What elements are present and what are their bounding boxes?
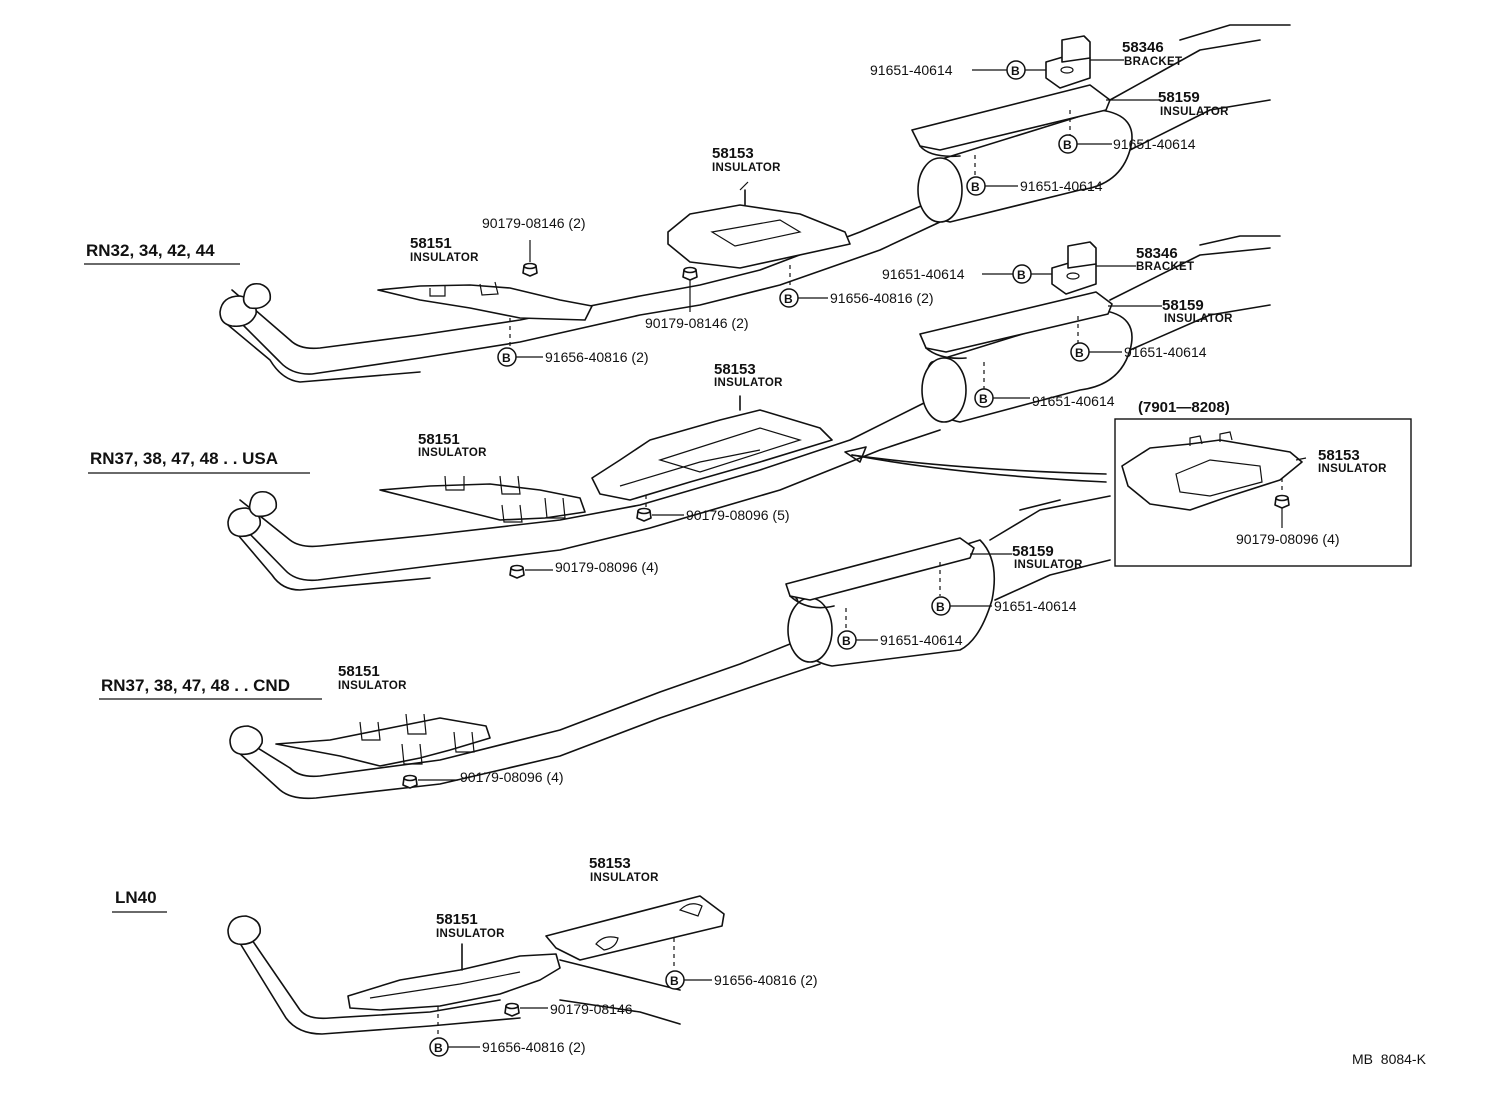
nut-icon xyxy=(636,507,652,522)
inset-title: (7901—8208) xyxy=(1138,399,1230,416)
fastener-label: 91651-40614 xyxy=(1124,344,1207,360)
part-name: INSULATOR xyxy=(1318,463,1387,475)
insulator-58151-top xyxy=(377,281,593,348)
fastener-label: 91651-40614 xyxy=(880,632,963,648)
part-number: 58346 xyxy=(1122,39,1164,56)
fastener-label: 91651-40614 xyxy=(1020,178,1103,194)
bolt-symbol: B xyxy=(842,634,851,648)
insulator-58159-top xyxy=(911,84,1160,158)
part-number: 58153 xyxy=(714,361,756,378)
section-label-rn32: RN32, 34, 42, 44 xyxy=(86,241,215,260)
part-name: BRACKET xyxy=(1136,261,1194,273)
section-label-ln40: LN40 xyxy=(115,888,157,907)
nut-icon xyxy=(522,262,538,277)
fastener-label: 91656-40816 (2) xyxy=(545,349,649,365)
part-name: INSULATOR xyxy=(338,680,407,692)
fastener-label: 91651-40614 xyxy=(1113,136,1196,152)
part-number: 58151 xyxy=(418,431,460,448)
fastener-label: 90179-08096 (4) xyxy=(460,769,564,785)
part-number: 58153 xyxy=(1318,447,1360,464)
section-rn37-usa: RN37, 38, 47, 48 . . USA 58346 BRACKET xyxy=(88,235,1281,591)
fastener-label: 91656-40816 (2) xyxy=(714,972,818,988)
part-name: INSULATOR xyxy=(590,872,659,884)
nut-icon xyxy=(1274,494,1290,509)
insulator-58153-inset xyxy=(1121,431,1307,511)
fastener-label: 90179-08096 (5) xyxy=(686,507,790,523)
part-number: 58153 xyxy=(712,145,754,162)
bolt-symbol: B xyxy=(434,1041,443,1055)
nut-icon xyxy=(402,774,418,789)
part-number: 58346 xyxy=(1136,245,1178,262)
part-name: INSULATOR xyxy=(436,928,505,940)
fastener-label: 91651-40614 xyxy=(1032,393,1115,409)
part-number: 58151 xyxy=(436,911,478,928)
part-number: 58159 xyxy=(1012,543,1054,560)
bolt-symbol: B xyxy=(1017,268,1026,282)
bolt-symbol: B xyxy=(971,180,980,194)
fastener-label: 90179-08146 (2) xyxy=(645,315,749,331)
bolt-symbol: B xyxy=(502,351,511,365)
part-number: 58159 xyxy=(1158,89,1200,106)
insulator-58153-mid xyxy=(591,395,833,510)
insulator-58159-mid xyxy=(919,291,1162,360)
insulator-58151-low xyxy=(275,713,491,767)
bolt-symbol: B xyxy=(1011,64,1020,78)
part-name: INSULATOR xyxy=(418,447,487,459)
part-name: INSULATOR xyxy=(1164,313,1233,325)
bracket-58346-mid xyxy=(1051,241,1136,295)
fastener-label: 91651-40614 xyxy=(994,598,1077,614)
part-number: 58159 xyxy=(1162,297,1204,314)
fastener-label: 90179-08146 (2) xyxy=(482,215,586,231)
part-number: 58153 xyxy=(589,855,631,872)
bolt-symbol: B xyxy=(936,600,945,614)
inset-frame xyxy=(1114,418,1412,567)
bolt-symbol: B xyxy=(784,292,793,306)
part-name: INSULATOR xyxy=(714,377,783,389)
section-label-rn37-usa: RN37, 38, 47, 48 . . USA xyxy=(90,449,278,468)
fastener-label: 90179-08146 xyxy=(550,1001,633,1017)
nut-icon xyxy=(504,1002,520,1017)
part-name: INSULATOR xyxy=(712,162,781,174)
insulator-58153-ln40 xyxy=(545,895,725,970)
bracket-58346-top xyxy=(1045,35,1124,89)
fastener-label: 91656-40816 (2) xyxy=(482,1039,586,1055)
fastener-label: 91651-40614 xyxy=(882,266,965,282)
part-name: BRACKET xyxy=(1124,56,1182,68)
nut-icon xyxy=(509,564,525,579)
fastener-label: 91651-40614 xyxy=(870,62,953,78)
exhaust-pipe-ln40 xyxy=(227,915,681,1035)
insulator-58151-mid xyxy=(379,475,586,523)
bolt-symbol: B xyxy=(1063,138,1072,152)
part-name: INSULATOR xyxy=(1014,559,1083,571)
section-rn32: RN32, 34, 42, 44 58346 BRACKET B xyxy=(84,24,1291,383)
fastener-label: 91656-40816 (2) xyxy=(830,290,934,306)
section-label-rn37-cnd: RN37, 38, 47, 48 . . CND xyxy=(101,676,290,695)
insulator-58159-low xyxy=(785,537,1012,630)
fastener-label: 90179-08096 (4) xyxy=(555,559,659,575)
part-number: 58151 xyxy=(338,663,380,680)
fastener-label: 90179-08096 (4) xyxy=(1236,531,1340,547)
bolt-symbol: B xyxy=(670,974,679,988)
bolt-symbol: B xyxy=(979,392,988,406)
insulator-58153-top xyxy=(667,181,851,290)
nut-icon xyxy=(682,266,698,281)
part-name: INSULATOR xyxy=(1160,106,1229,118)
bolt-symbol: B xyxy=(1075,346,1084,360)
inset-7901-8208: (7901—8208) 58153 INSULATOR 90179-08096 … xyxy=(1114,399,1412,567)
part-number: 58151 xyxy=(410,235,452,252)
insulator-58151-ln40 xyxy=(347,943,561,1038)
part-name: INSULATOR xyxy=(410,252,479,264)
section-ln40: LN40 58153 INSULATOR B 91656-40816 (2) 5 xyxy=(112,855,818,1057)
section-rn37-cnd: RN37, 38, 47, 48 . . CND 58159 INSULATOR… xyxy=(99,495,1111,800)
diagram-code: MB 8084-K xyxy=(1352,1051,1427,1067)
